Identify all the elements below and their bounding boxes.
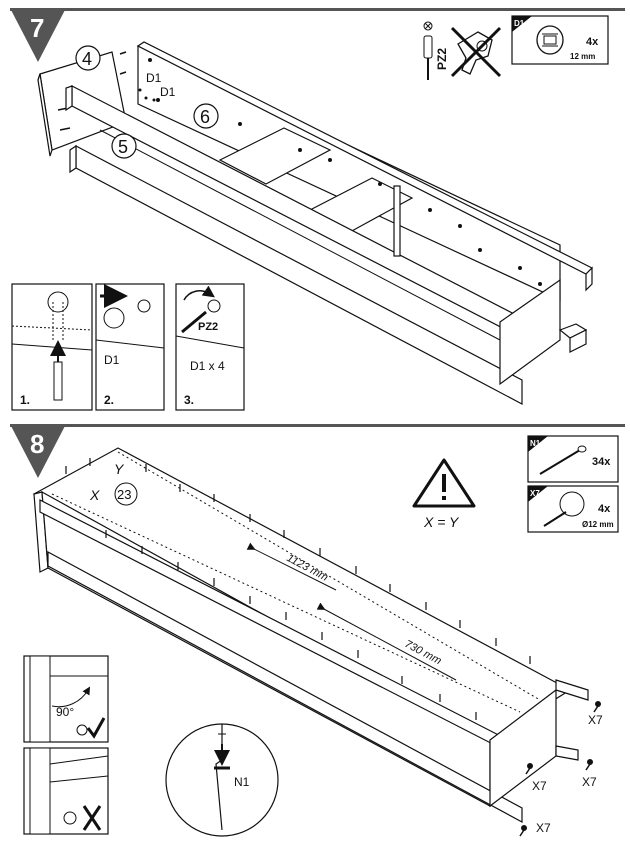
part-callout-5	[111, 133, 137, 159]
cross-icon	[82, 805, 102, 831]
part-box-x7-qty: 4x	[598, 503, 611, 515]
angle-label: 90°	[56, 705, 74, 719]
part-box-n1-code: N1	[530, 439, 541, 448]
substep-1-number: 1.	[20, 393, 30, 407]
smile-icon	[76, 724, 88, 736]
screwdriver-icon	[423, 21, 433, 80]
wrong-angle-box	[23, 747, 109, 835]
step-8-badge	[10, 424, 66, 478]
cam-tighten-icon	[207, 299, 221, 313]
substep-3-bit: PZ2	[198, 321, 218, 333]
nail-detail-zoom: N1	[165, 723, 279, 837]
cam-bolt-icon	[53, 361, 63, 401]
zoom-nail-label: N1	[234, 775, 250, 789]
part-box-d1-size: 12 mm	[570, 52, 595, 61]
substep-2: D1 2.	[95, 283, 165, 411]
part-box-x7-code: X7	[530, 489, 540, 498]
part-number-6: 6	[200, 107, 210, 127]
power-drill-crossed-icon	[450, 26, 502, 78]
warning-icon	[412, 458, 476, 508]
substep-3-caption: D1 x 4	[190, 359, 225, 373]
part-number-5: 5	[118, 137, 128, 157]
diagonal-x	[51, 493, 521, 713]
right-angle-ok-box: 90°	[23, 655, 109, 743]
corner-y-label: Y	[114, 461, 125, 477]
part-box-d1-code: D1	[514, 19, 525, 28]
step-7-badge	[10, 8, 66, 62]
substep-3: PZ2 D1 x 4 3.	[175, 283, 245, 411]
fitting-label-d1-a: D1	[146, 71, 162, 85]
part-box-n1: N1 34x	[527, 435, 619, 483]
part-number-23: 23	[117, 487, 131, 502]
screwdriver-bit-label: PZ2	[435, 48, 449, 70]
part-box-x7-size: Ø12 mm	[582, 520, 614, 529]
nail-icon	[539, 449, 581, 475]
cam-hole-icon	[47, 291, 69, 313]
screw-label-1: X7	[588, 713, 603, 727]
screw-label-4: X7	[536, 821, 551, 835]
substep-1: 1.	[11, 283, 93, 411]
part-box-d1: D1 4x 12 mm	[511, 15, 609, 65]
screw-markers	[519, 701, 601, 837]
corner-x-label: X	[89, 487, 100, 503]
check-icon	[86, 717, 106, 739]
front-rail-bottom	[47, 550, 523, 824]
substep-2-number: 2.	[104, 393, 114, 407]
dim-arrow-short	[316, 602, 457, 681]
screw-label-2: X7	[532, 779, 547, 793]
substep-2-caption: D1	[104, 353, 120, 367]
cam-lock-insert-icon	[103, 307, 125, 329]
step-7: 7 PZ2 D1 4x 12 mm	[10, 8, 625, 411]
step-8-header-line	[10, 424, 625, 427]
step-7-header-line	[10, 8, 625, 11]
carcass-drawing-step-7	[37, 41, 594, 405]
part-callout-6	[193, 103, 219, 129]
part-box-n1-qty: 34x	[592, 456, 611, 468]
step-8-number: 8	[30, 429, 44, 459]
fitting-label-d1-b: D1	[160, 85, 176, 99]
sad-face-icon	[63, 811, 77, 825]
right-side-panel	[499, 278, 561, 386]
step-7-number: 7	[30, 13, 44, 43]
part-number-4: 4	[82, 49, 92, 69]
part-callout-23	[114, 482, 138, 506]
equation-label: X = Y	[423, 514, 460, 530]
step-8: 8 X = Y N1 34x X7 4x Ø12 mm	[10, 424, 625, 837]
diagonal-y	[117, 451, 541, 701]
part-callout-4	[75, 45, 101, 71]
carcass-drawing-step-8	[32, 447, 589, 824]
screw-label-3: X7	[582, 775, 597, 789]
part-box-d1-qty: 4x	[586, 36, 599, 48]
screw-icon	[559, 491, 585, 517]
substep-3-number: 3.	[184, 393, 194, 407]
dowel-rod	[393, 185, 401, 257]
part-box-x7: X7 4x Ø12 mm	[527, 485, 619, 533]
dim-arrow-long	[246, 542, 337, 591]
cam-lock-icon	[536, 25, 564, 55]
